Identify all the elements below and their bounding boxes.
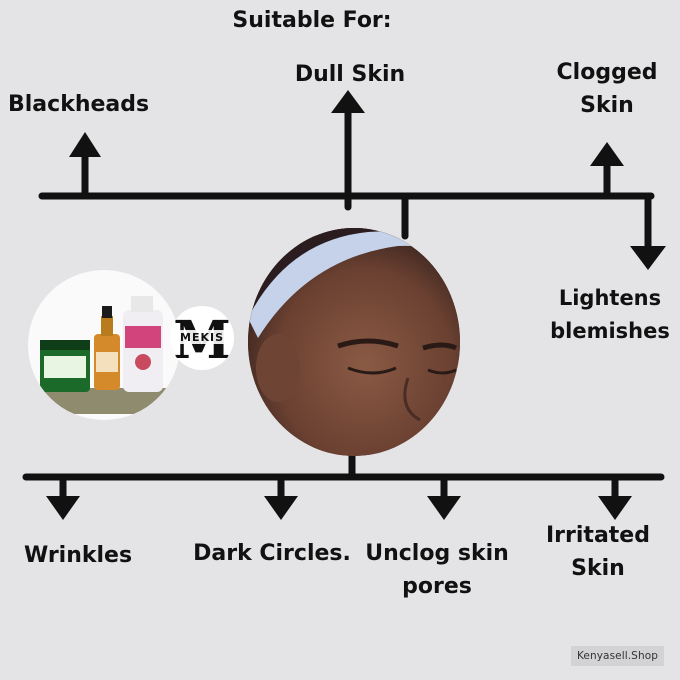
label-blackheads: Blackheads [8,92,150,117]
svg-text:MEKIS: MEKIS [180,331,224,344]
footer-watermark: Kenyasell.Shop [570,646,664,666]
label-wrinkles: Wrinkles [23,543,133,568]
blackheads-arrow-head [69,132,101,157]
face-photo [248,228,460,456]
products-photo [28,270,180,420]
mekis-logo: M MEKIS [170,306,234,370]
dark-circles-arrow-head [264,496,298,520]
diagram-title: Suitable For: [232,8,392,33]
label-clogged-skin: Clogged Skin [556,60,658,118]
label-lightens-blemishes: Lightens blemishes [550,286,670,343]
wrinkles-arrow-head [46,496,80,520]
label-irritated-skin: Irritated Skin [546,523,650,581]
dull-skin-arrow-head [331,90,365,113]
label-dark-circles: Dark Circles. [193,541,351,566]
lightens-blemishes-arrow-head [630,246,666,270]
label-dull-skin: Dull Skin [294,62,406,87]
clogged-skin-arrow-head [590,142,624,166]
label-unclog-pores: Unclog skin pores [365,541,509,599]
unclog-pores-arrow-head [427,496,461,520]
irritated-skin-arrow-head [598,496,632,520]
